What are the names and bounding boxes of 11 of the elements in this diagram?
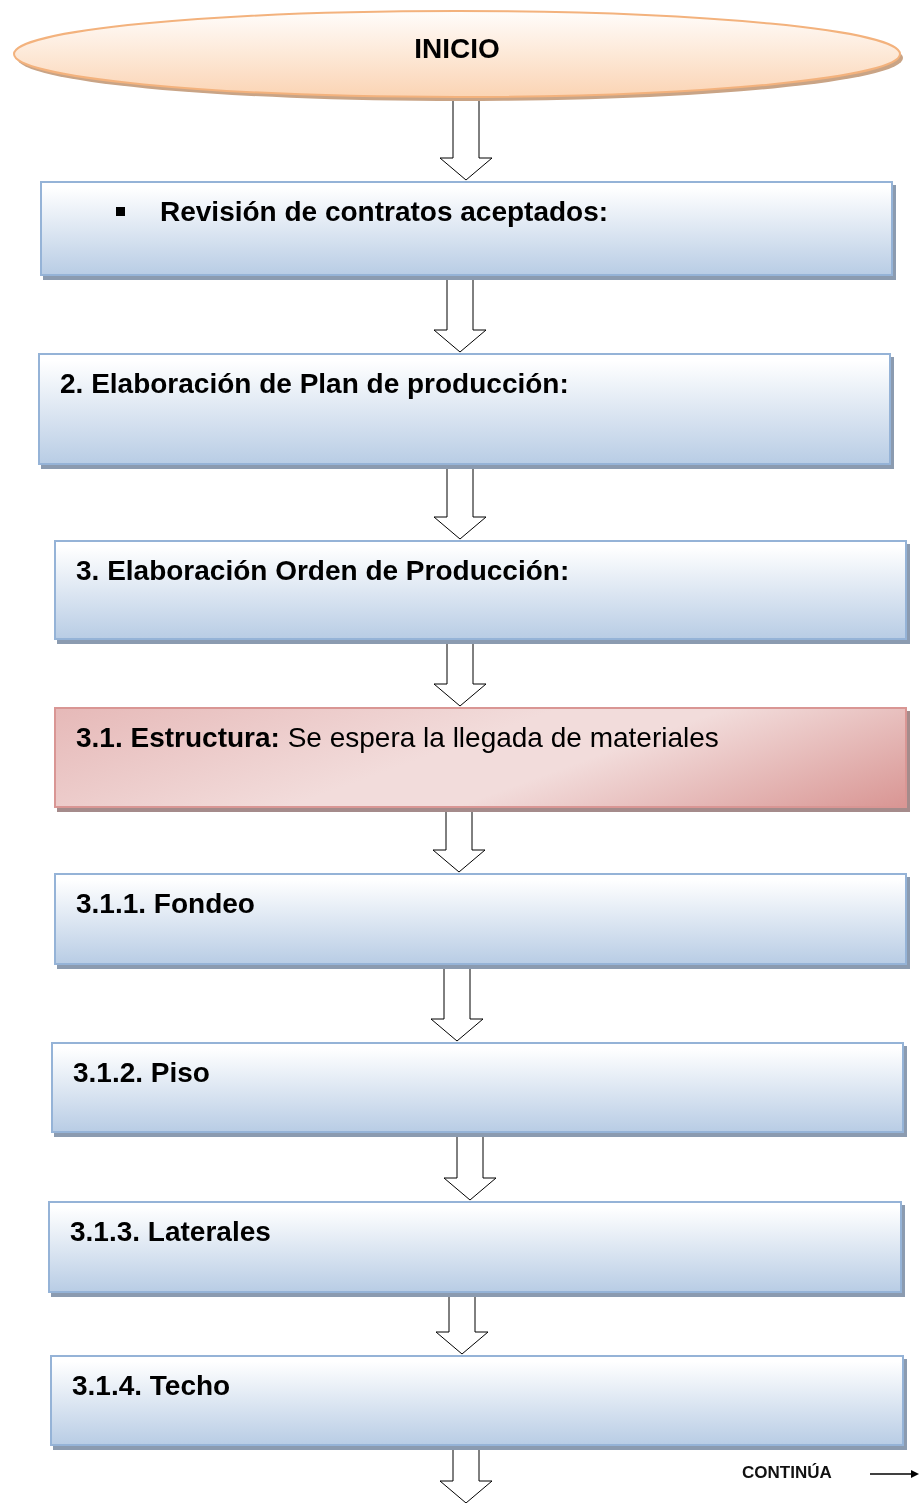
start-terminal xyxy=(12,8,902,100)
step-label: 3. Elaboración Orden de Producción: xyxy=(76,556,570,587)
step-label: 2. Elaboración de Plan de producción: xyxy=(60,369,569,400)
step-label: 3.1.2. Piso xyxy=(73,1058,210,1089)
step-label: Revisión de contratos aceptados: xyxy=(160,197,609,228)
step-label: 3.1. Estructura: Se espera la llegada de materiales xyxy=(76,723,719,754)
step-label: 3.1.4. Techo xyxy=(72,1371,231,1402)
terminal-label: INICIO xyxy=(413,34,501,65)
step-label: 3.1.1. Fondeo xyxy=(76,889,255,920)
step-label: 3.1.3. Laterales xyxy=(70,1217,271,1248)
continuation-note: CONTINÚA xyxy=(742,1463,832,1483)
